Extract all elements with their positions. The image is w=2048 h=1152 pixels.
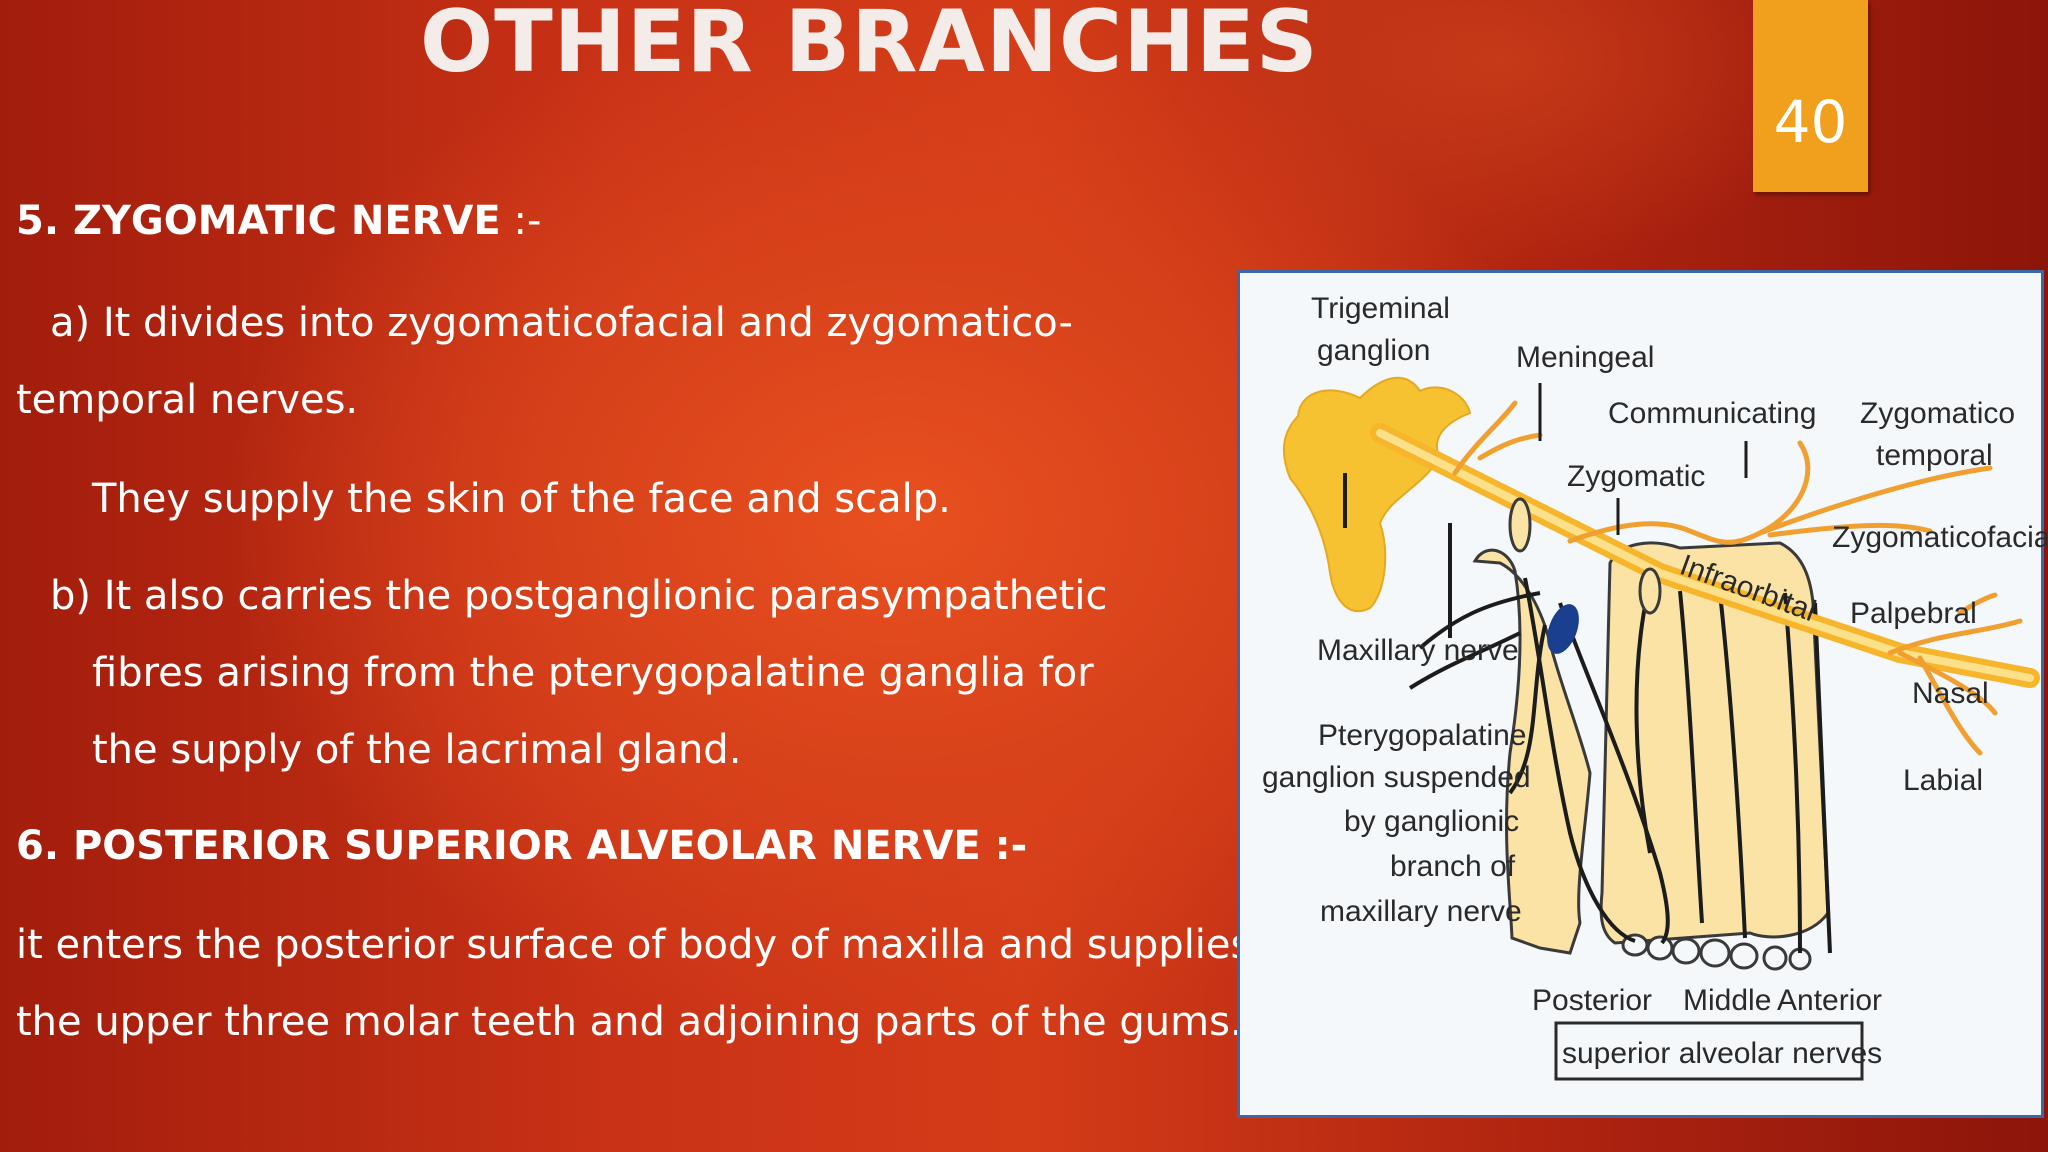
zygomatic-heading-row: 5. ZYGOMATIC NERVE :-	[16, 198, 541, 244]
label-maxillary-nerve-2: maxillary nerve	[1320, 895, 1522, 928]
nerve-foramen-rings	[1508, 497, 1662, 615]
point-a-line2: temporal nerves.	[16, 377, 359, 423]
label-by-ganglionic: by ganglionic	[1344, 805, 1519, 838]
label-trigeminal: Trigeminal	[1311, 292, 1450, 325]
psa-heading: 6. POSTERIOR SUPERIOR ALVEOLAR NERVE :-	[16, 823, 1028, 869]
label-zygomaticofacial: Zygomaticofacial	[1832, 521, 2047, 554]
label-meningeal: Meningeal	[1516, 341, 1654, 374]
point-b-line3: the supply of the lacrimal gland.	[92, 727, 742, 773]
label-anterior: Anterior	[1777, 984, 1882, 1017]
alveolar-nerve-lines	[1343, 473, 1832, 954]
zygomatic-heading: 5. ZYGOMATIC NERVE	[16, 198, 501, 244]
leader-lines	[1538, 383, 1748, 535]
label-maxillary-nerve: Maxillary nerve	[1317, 634, 1519, 667]
label-temporal: temporal	[1876, 439, 1993, 472]
slide-title: OTHER BRANCHES	[420, 0, 1319, 92]
label-zygomatic: Zygomatic	[1567, 460, 1705, 493]
zygomatic-heading-suffix: :-	[500, 198, 542, 244]
label-palpebral: Palpebral	[1850, 597, 1977, 630]
psa-line2: the upper three molar teeth and adjoinin…	[16, 999, 1243, 1045]
label-nasal: Nasal	[1912, 677, 1989, 710]
label-ganglion: ganglion	[1317, 334, 1430, 367]
label-ganglion-suspended: ganglion suspended	[1262, 761, 1531, 794]
label-middle: Middle	[1683, 984, 1771, 1017]
point-b-line2: fibres arising from the pterygopalatine …	[92, 650, 1094, 696]
superior-alveolar-box	[1554, 1021, 1864, 1081]
label-branch-of: branch of	[1390, 850, 1516, 883]
point-b-line1: b) It also carries the postganglionic pa…	[50, 573, 1108, 619]
diagram-svg: Trigeminal ganglion Meningeal Communicat…	[1262, 292, 2047, 1081]
page-number: 40	[1773, 88, 1848, 156]
teeth-roots	[1621, 933, 1812, 971]
label-zygomatico: Zygomatico	[1860, 397, 2015, 430]
label-pterygopalatine: Pterygopalatine	[1318, 719, 1526, 752]
page-number-badge: 40	[1753, 0, 1868, 192]
label-labial: Labial	[1903, 764, 1983, 797]
label-communicating: Communicating	[1608, 397, 1816, 430]
nerve-branches	[1452, 400, 2023, 756]
maxillary-nerve-diagram: Trigeminal ganglion Meningeal Communicat…	[1237, 270, 2047, 1118]
trigeminal-ganglion-shape	[1282, 376, 1472, 613]
label-posterior: Posterior	[1532, 984, 1652, 1017]
label-superior-alveolar-nerves: superior alveolar nerves	[1562, 1037, 1882, 1070]
pterygopalatine-ganglion-node	[1547, 604, 1579, 654]
psa-line1: it enters the posterior surface of body …	[16, 922, 1252, 968]
point-a-line1: a) It divides into zygomaticofacial and …	[50, 300, 1073, 346]
supply-line: They supply the skin of the face and sca…	[92, 476, 951, 522]
